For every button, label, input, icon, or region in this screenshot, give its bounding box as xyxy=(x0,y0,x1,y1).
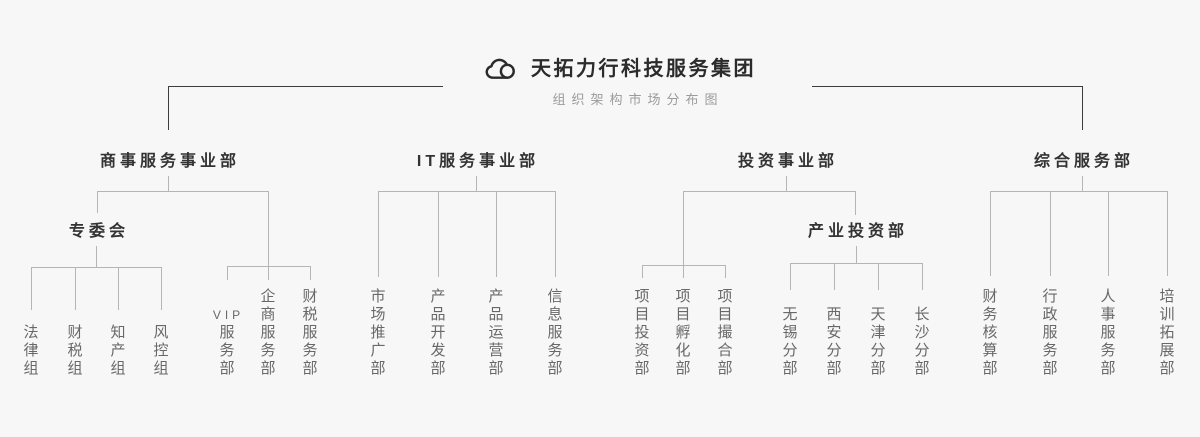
leaf-legal-group: 法律组 xyxy=(23,324,39,377)
leaf-risk-control-group: 风控组 xyxy=(153,324,169,377)
connector-line xyxy=(97,191,268,192)
connector-line xyxy=(96,246,97,267)
cloud-icon xyxy=(483,56,518,82)
connector-line xyxy=(790,263,791,290)
leaf-project-matching-dept: 项目撮合部 xyxy=(717,288,733,377)
division-investment: 投资事业部 xyxy=(737,153,839,170)
connector-line xyxy=(990,191,991,276)
leaf-admin-service-dept: 行政服务部 xyxy=(1042,288,1058,377)
leaf-product-dev-dept: 产品开发部 xyxy=(430,288,446,377)
connector-line xyxy=(990,191,1167,192)
division-commercial-services: 商事服务事业部 xyxy=(99,153,241,170)
connector-line xyxy=(834,263,835,290)
connector-line xyxy=(168,176,169,191)
connector-line xyxy=(97,191,98,213)
leaf-project-investment-dept: 项目投资部 xyxy=(634,288,650,377)
connector-line xyxy=(168,86,169,130)
connector-line xyxy=(496,191,497,277)
company-title: 天拓力行科技服务集团 xyxy=(531,58,756,80)
leaf-enterprise-service-dept: 企商服务部 xyxy=(260,288,276,377)
connector-line xyxy=(856,246,857,263)
connector-line xyxy=(1108,191,1109,276)
connector-line xyxy=(438,191,439,277)
connector-line xyxy=(268,191,269,266)
leaf-product-ops-dept: 产品运营部 xyxy=(488,288,504,377)
connector-line xyxy=(31,267,32,310)
dept-industry-investment: 产业投资部 xyxy=(807,223,909,240)
leaf-finance-accounting-dept: 财务核算部 xyxy=(982,288,998,377)
leaf-finance-tax-group: 财税组 xyxy=(67,324,83,377)
connector-line xyxy=(786,176,787,191)
connector-line xyxy=(75,267,76,310)
connector-line xyxy=(1082,176,1083,191)
leaf-finance-tax-service-dept: 财税服务部 xyxy=(302,288,318,377)
connector-line xyxy=(1167,191,1168,276)
connector-line xyxy=(683,265,684,278)
leaf-training-dept: 培训拓展部 xyxy=(1159,288,1175,377)
connector-line xyxy=(812,86,1083,87)
connector-line xyxy=(118,267,119,310)
connector-line xyxy=(268,266,269,280)
division-it-services: IT服务事业部 xyxy=(416,153,540,170)
connector-line xyxy=(161,267,162,310)
connector-line xyxy=(1050,191,1051,276)
connector-line xyxy=(555,191,556,277)
connector-line xyxy=(1082,86,1083,130)
leaf-info-service-dept: 信息服务部 xyxy=(547,288,563,377)
connector-line xyxy=(168,86,443,87)
connector-line xyxy=(476,176,477,191)
connector-line xyxy=(855,191,856,215)
connector-line xyxy=(31,267,161,268)
connector-line xyxy=(683,191,684,265)
leaf-tianjin-branch: 天津分部 xyxy=(870,306,886,377)
chart-subtitle: 组织架构市场分布图 xyxy=(552,92,724,107)
connector-line xyxy=(310,266,311,280)
leaf-project-incubation-dept: 项目孵化部 xyxy=(675,288,691,377)
leaf-xian-branch: 西安分部 xyxy=(826,306,842,377)
company-header: 天拓力行科技服务集团 xyxy=(483,56,756,82)
division-general-services: 综合服务部 xyxy=(1033,153,1135,170)
connector-line xyxy=(227,266,228,280)
connector-line xyxy=(922,263,923,290)
leaf-wuxi-branch: 无锡分部 xyxy=(782,306,798,377)
leaf-ip-group: 知产组 xyxy=(110,324,126,377)
connector-line xyxy=(725,265,726,278)
committee-special: 专委会 xyxy=(68,223,130,240)
connector-line xyxy=(790,263,922,264)
connector-line xyxy=(642,265,643,278)
leaf-marketing-dept: 市场推广部 xyxy=(370,288,386,377)
leaf-changsha-branch: 长沙分部 xyxy=(914,306,930,377)
connector-line xyxy=(378,191,555,192)
connector-line xyxy=(683,191,855,192)
connector-line xyxy=(378,191,379,277)
connector-line xyxy=(878,263,879,290)
leaf-hr-service-dept: 人事服务部 xyxy=(1100,288,1116,377)
